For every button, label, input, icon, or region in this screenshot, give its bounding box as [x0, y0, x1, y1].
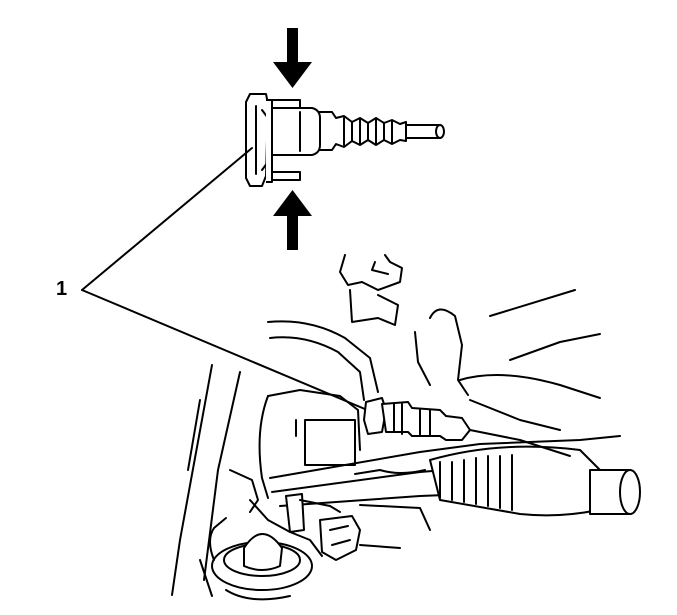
vehicle-underbody [171, 254, 641, 601]
callout-leaders [81, 147, 373, 413]
arrow-up-icon [273, 190, 312, 250]
connector-detail [245, 28, 445, 250]
arrow-down-icon [273, 28, 312, 88]
callout-label-1: 1 [56, 278, 68, 300]
